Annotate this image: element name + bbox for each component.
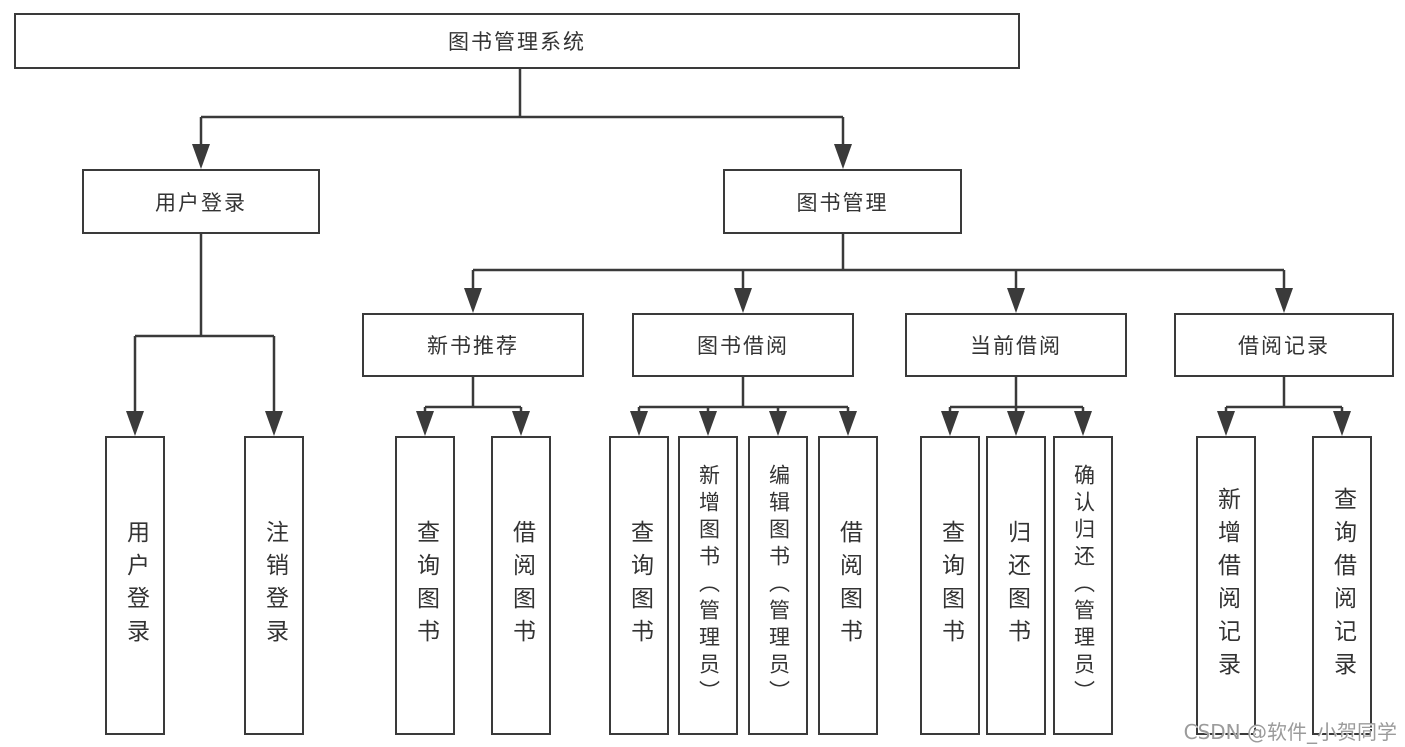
- csdn-watermark: CSDN @软件_小贺同学: [1183, 720, 1397, 744]
- node-book-borrowing: 图书借阅: [632, 313, 854, 377]
- leaf-edit-books-admin: 编辑图书（管理员）: [748, 436, 808, 735]
- node-current-borrowing: 当前借阅: [905, 313, 1127, 377]
- leaf-label: 注销登录: [261, 519, 288, 652]
- node-user-login-branch: 用户登录: [82, 169, 320, 234]
- leaf-return-books: 归还图书: [986, 436, 1046, 735]
- arrowheads: [126, 144, 1351, 436]
- leaf-label: 查询借阅记录: [1329, 486, 1356, 685]
- leaf-add-books-admin: 新增图书（管理员）: [678, 436, 738, 735]
- leaf-label: 确认归还（管理员）: [1071, 464, 1096, 707]
- node-label: 图书管理: [796, 190, 889, 215]
- node-label: 图书借阅: [697, 334, 789, 358]
- leaf-confirm-return-admin: 确认归还（管理员）: [1053, 436, 1113, 735]
- leaf-label: 查询图书: [412, 519, 439, 652]
- connector-paths: [133, 68, 1344, 420]
- leaf-label: 编辑图书（管理员）: [766, 464, 791, 707]
- leaf-borrow-books-2: 借阅图书: [818, 436, 878, 735]
- leaf-label: 查询图书: [937, 519, 964, 652]
- leaf-borrow-books-1: 借阅图书: [491, 436, 551, 735]
- leaf-query-books-1: 查询图书: [395, 436, 455, 735]
- node-new-book-recommend: 新书推荐: [362, 313, 584, 377]
- node-borrowing-records: 借阅记录: [1174, 313, 1394, 377]
- node-label: 用户登录: [155, 190, 247, 215]
- leaf-logout: 注销登录: [244, 436, 304, 735]
- leaf-label: 用户登录: [122, 519, 149, 652]
- leaf-add-borrow-record: 新增借阅记录: [1196, 436, 1256, 735]
- leaf-user-login: 用户登录: [105, 436, 165, 735]
- leaf-label: 查询图书: [626, 519, 653, 652]
- node-label: 新书推荐: [427, 334, 519, 358]
- node-book-management-branch: 图书管理: [723, 169, 962, 234]
- node-root-label: 图书管理系统: [448, 30, 586, 54]
- leaf-label: 新增图书（管理员）: [696, 464, 721, 707]
- leaf-query-books-3: 查询图书: [920, 436, 980, 735]
- leaf-label: 归还图书: [1003, 519, 1030, 652]
- leaf-label: 借阅图书: [508, 519, 535, 652]
- leaf-query-books-2: 查询图书: [609, 436, 669, 735]
- node-root-system: 图书管理系统: [14, 13, 1020, 69]
- node-label: 当前借阅: [970, 334, 1062, 358]
- leaf-label: 新增借阅记录: [1213, 486, 1240, 685]
- node-label: 借阅记录: [1238, 334, 1330, 358]
- leaf-label: 借阅图书: [835, 519, 862, 652]
- leaf-query-borrow-record: 查询借阅记录: [1312, 436, 1372, 735]
